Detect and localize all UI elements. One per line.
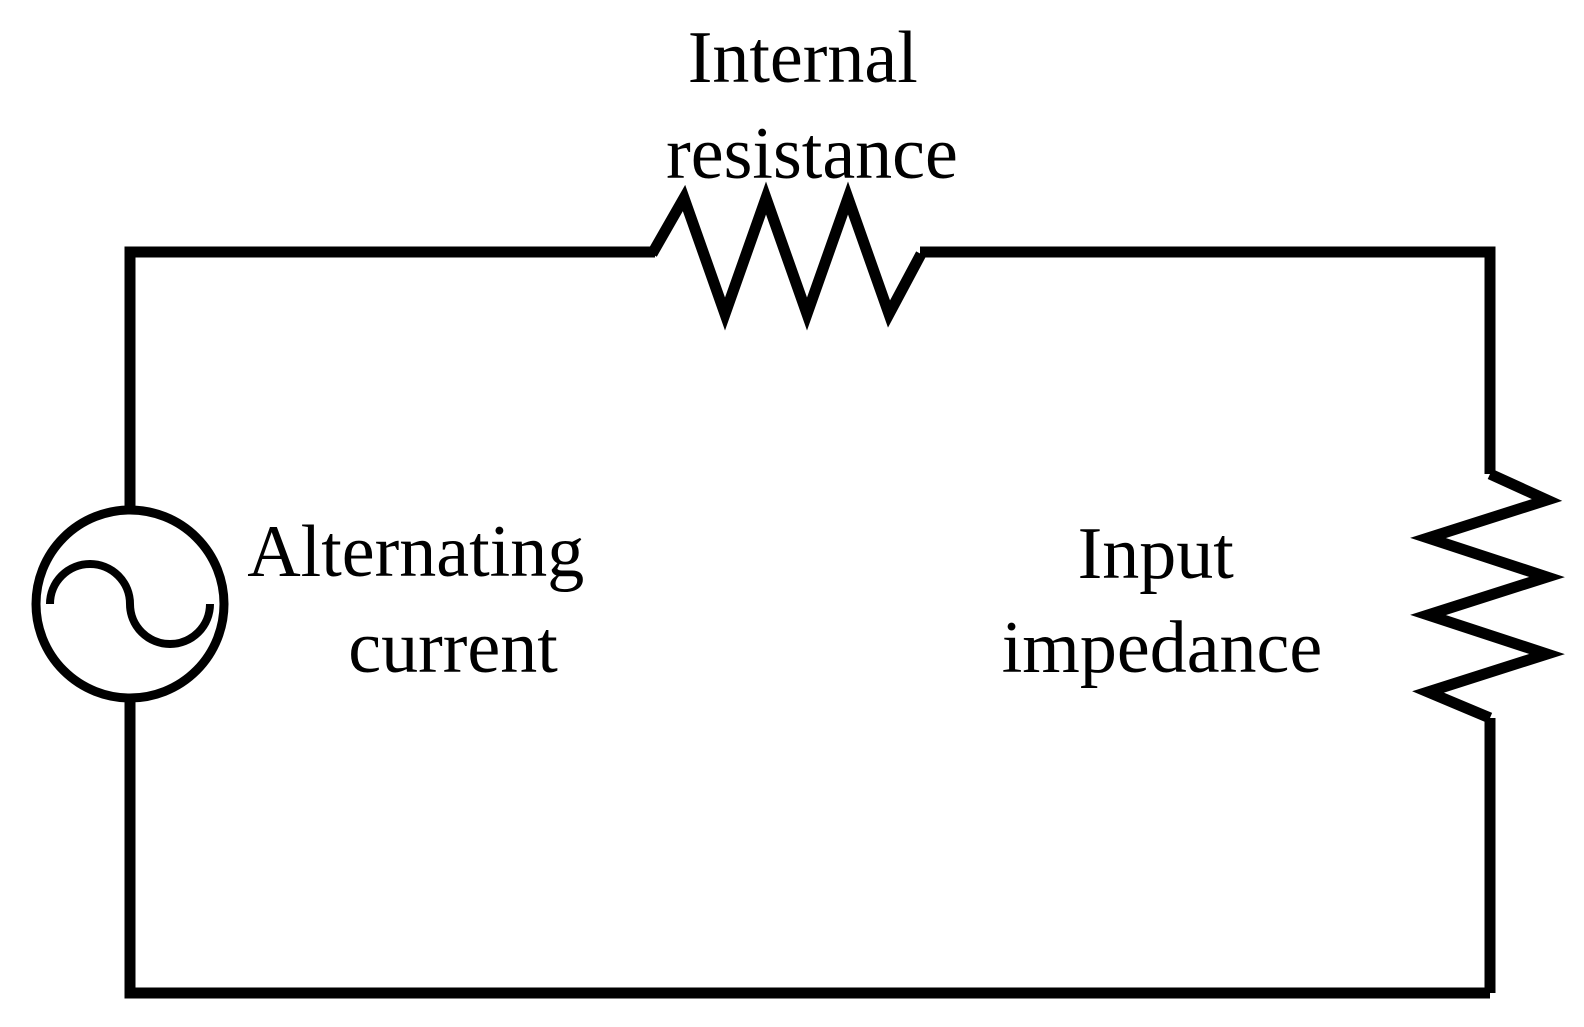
sine-wave-icon xyxy=(46,560,214,648)
wire-top-left xyxy=(124,246,655,508)
wire-top-right xyxy=(920,246,1496,474)
input-impedance-label: Input impedance xyxy=(1002,513,1323,689)
alternating-current-label: Alternating current xyxy=(247,511,603,689)
internal-resistor-icon xyxy=(647,181,926,331)
input-impedance-resistor-icon xyxy=(1410,468,1565,724)
internal-resistance-label: Internal resistance xyxy=(666,17,958,195)
wire-bottom xyxy=(124,700,1490,999)
